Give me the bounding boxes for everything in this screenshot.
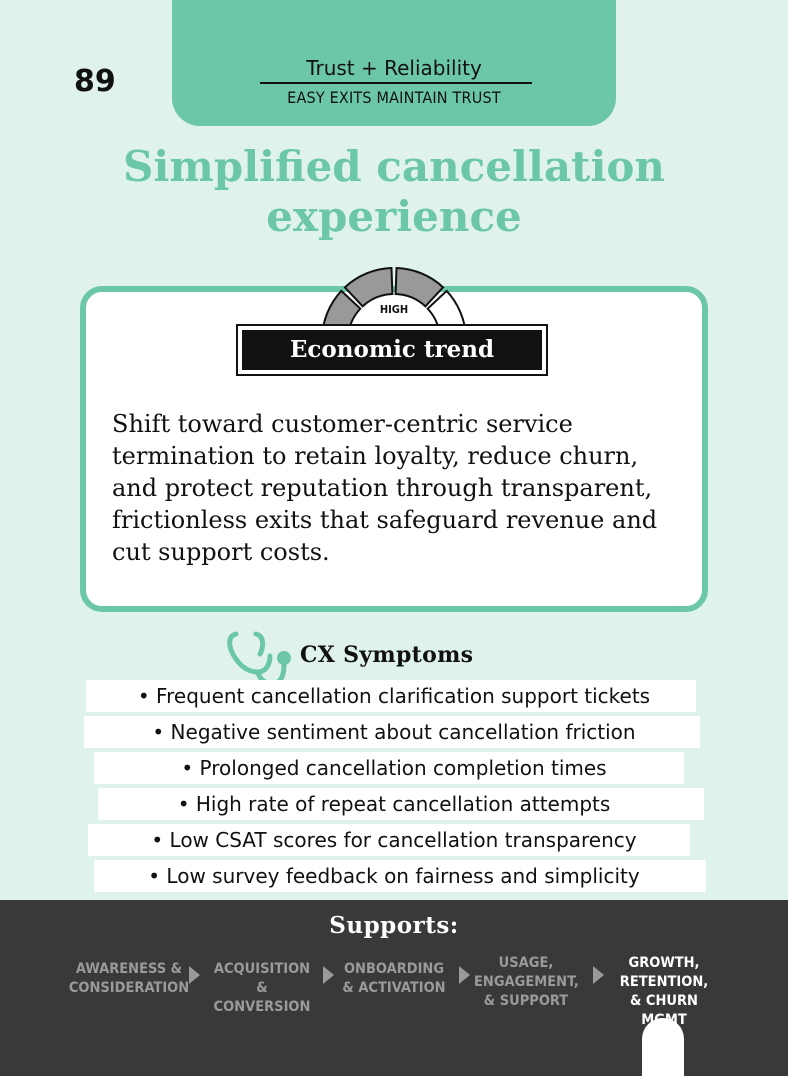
card-title-line-2: experience: [266, 192, 522, 241]
category-subtitle: EASY EXITS MAINTAIN TRUST: [287, 88, 501, 107]
stage-onboarding: ONBOARDING & ACTIVATION: [342, 960, 446, 998]
active-stage-pointer: [642, 1018, 684, 1076]
gauge-segment-filled: [394, 267, 445, 308]
trend-type-label: Economic trend: [242, 330, 542, 370]
header-tab: Trust + Reliability EASY EXITS MAINTAIN …: [172, 0, 616, 126]
symptom-item: • Negative sentiment about cancellation …: [152, 720, 636, 744]
symptom-item: • Low CSAT scores for cancellation trans…: [151, 828, 637, 852]
stage-line: ENGAGEMENT,: [474, 974, 579, 990]
symptom-strip: [94, 860, 706, 892]
stage-line: & ACTIVATION: [342, 980, 446, 996]
symptom-strip: [84, 716, 700, 748]
symptom-strip: [86, 680, 696, 712]
stage-line: RETENTION,: [619, 974, 709, 990]
chevron-right-icon: [323, 966, 334, 984]
stage-line: ACQUISITION: [213, 961, 311, 977]
trend-description: Shift toward customer-centric service te…: [112, 410, 658, 566]
card-title: Simplified cancellation experience: [60, 142, 728, 242]
page-number: 89: [74, 64, 116, 99]
stage-awareness: AWARENESS & CONSIDERATION: [66, 960, 192, 998]
symptom-item: • Low survey feedback on fairness and si…: [148, 864, 640, 888]
chevron-right-icon: [459, 966, 470, 984]
symptom-item: • High rate of repeat cancellation attem…: [177, 792, 611, 816]
trend-type-banner: Economic trend: [236, 324, 548, 376]
stage-line: & CONVERSION: [213, 980, 311, 1015]
category-label: Trust + Reliability: [306, 56, 482, 80]
symptom-item: • Prolonged cancellation completion time…: [181, 756, 607, 780]
chevron-right-icon: [593, 966, 604, 984]
symptoms-title: CX Symptoms: [300, 642, 474, 668]
card-title-line-1: Simplified cancellation: [123, 142, 665, 191]
stage-line: AWARENESS &: [75, 961, 183, 977]
supports-title: Supports:: [329, 912, 459, 939]
stage-line: USAGE,: [498, 955, 554, 971]
stage-acquisition: ACQUISITION & CONVERSION: [206, 960, 318, 1017]
stage-usage: USAGE, ENGAGEMENT, & SUPPORT: [474, 954, 579, 1011]
stage-line: CONSIDERATION: [68, 980, 190, 996]
stage-line: ONBOARDING: [343, 961, 445, 977]
stethoscope-icon: [227, 631, 291, 687]
stage-line: GROWTH,: [628, 955, 700, 971]
symptom-item: • Frequent cancellation clarification su…: [137, 684, 651, 708]
chevron-right-icon: [189, 966, 200, 984]
stage-growth-retention: GROWTH, RETENTION, & CHURN MGMT: [606, 954, 722, 1030]
gauge-segment-filled: [343, 267, 394, 308]
header-divider: [260, 82, 532, 84]
stage-line: & SUPPORT: [483, 993, 569, 1009]
symptom-strip: [88, 824, 690, 856]
symptom-strip: [98, 788, 704, 820]
symptom-strip: [94, 752, 684, 784]
gauge-level-label: HIGH: [379, 303, 409, 316]
